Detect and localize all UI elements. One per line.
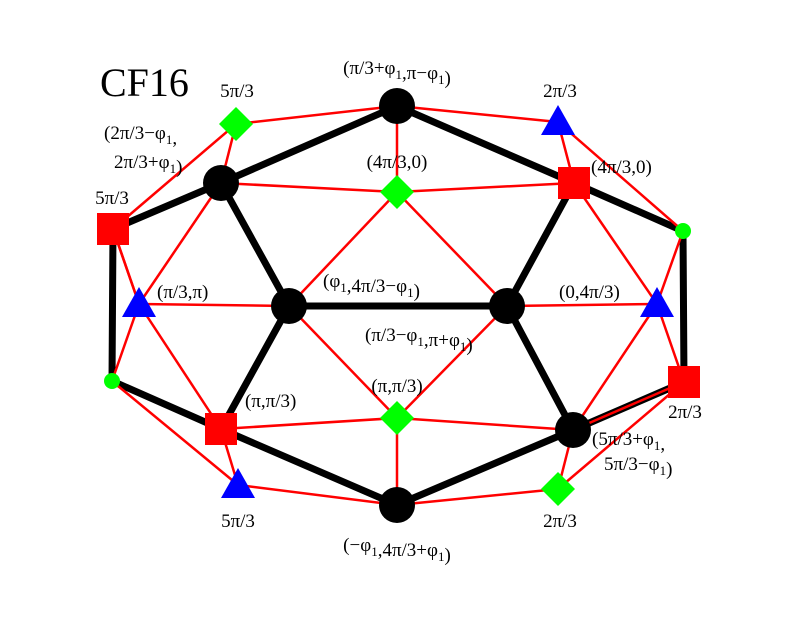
label-top: (π/3+φ1,π−φ1): [343, 58, 451, 89]
label-tri_r: (0,4π/3): [559, 282, 620, 303]
red-edge-dia_lc-lr: [396, 416, 574, 432]
label-dia_c: (4π/3,0): [367, 152, 428, 173]
red-edge-tri_r-lr: [571, 303, 659, 431]
black-edge-top-sq_ur: [393, 102, 578, 187]
node-tri_l-triangle: [122, 287, 156, 317]
black-edge-dot_r-sq_r: [679, 227, 688, 386]
red-edges: [110, 104, 686, 507]
black-edge-sq_ur-dot_r: [570, 179, 687, 235]
label-lr: 5π/3−φ1): [604, 454, 672, 480]
node-tri_bl-triangle: [221, 468, 255, 498]
red-edge-sq_ll-dia_lc: [220, 416, 398, 431]
label-sq_l: 5π/3: [95, 188, 129, 209]
black-edge-cl-sq_ll: [217, 302, 293, 433]
label-ul: (2π/3−φ1,: [104, 123, 177, 149]
red-edge-cl-dia_lc: [288, 305, 398, 419]
red-edge-bot-tri_bl: [237, 483, 398, 507]
nodes: [97, 88, 700, 523]
node-dia_ul-diamond: [219, 107, 253, 141]
node-cl-circle: [271, 288, 307, 324]
red-edge-tri_l-sq_ll: [137, 303, 223, 430]
label-dia_lc: (π,π/3): [371, 376, 422, 397]
red-edge-tri_bl-dot_l: [111, 380, 239, 486]
red-edge-dia_c-cl: [288, 191, 398, 307]
red-edge-dia_c-cr: [396, 191, 508, 307]
label-tri_ur: 2π/3: [543, 81, 577, 102]
node-bot-circle: [379, 487, 415, 523]
black-edge-ul-cl: [217, 179, 293, 310]
node-dot_l-dot: [104, 373, 120, 389]
node-sq_r-square: [668, 366, 700, 398]
red-edge-dot_r-tri_r: [655, 230, 685, 305]
black-edge-bot-sq_ll: [217, 425, 401, 509]
red-edge-sq_r-dia_br: [557, 381, 685, 490]
node-sq_ur-square: [558, 167, 590, 199]
label-bot: (−φ1,4π/3+φ1): [343, 535, 451, 566]
black-edge-cr-lr: [503, 302, 577, 434]
node-ul-circle: [203, 165, 239, 201]
label-cl: (φ1,4π/3−φ1): [323, 271, 420, 302]
label-cr: (π/3−φ1,π+φ1): [365, 325, 473, 356]
red-edge-cr-dia_lc: [396, 305, 508, 419]
label-sq_r: 2π/3: [668, 402, 702, 423]
red-edge-dia_ul-top: [235, 104, 398, 126]
red-edge-dia_br-bot: [396, 487, 559, 507]
red-edge-cr-tri_r: [506, 302, 658, 308]
node-dia_br-diamond: [541, 472, 575, 506]
red-edge-dia_c-sq_ur: [396, 181, 575, 194]
red-edge-ul-dia_c: [220, 181, 398, 194]
label-tri_l: (π/3,π): [157, 282, 208, 303]
node-dot_r-dot: [675, 223, 691, 239]
label-sq_ll: (π,π/3): [245, 391, 296, 412]
red-edge-tri_ur-dot_r: [557, 121, 684, 232]
node-sq_l-square: [97, 213, 129, 245]
red-edge-sq_l-dia_ul: [112, 123, 237, 230]
black-edge-dot_l-sq_l: [108, 225, 117, 385]
node-dia_lc-diamond: [380, 401, 414, 435]
label-lr: (5π/3+φ1,: [592, 429, 665, 455]
node-cr-circle: [489, 288, 525, 324]
black-edge-ul-sq_l: [109, 179, 225, 233]
red-edge-top-tri_ur: [396, 104, 559, 124]
label-dia_ul: 5π/3: [220, 81, 254, 102]
node-tri_r-triangle: [640, 287, 674, 317]
red-edge-ul-tri_l: [137, 182, 223, 305]
label-ul: 2π/3+φ1): [114, 152, 182, 178]
black-edge-cr-sq_ur: [503, 179, 578, 310]
label-dia_br: 2π/3: [543, 511, 577, 532]
red-edge-sq_ur-tri_r: [572, 182, 659, 305]
red-edge-tri_l-cl: [138, 302, 290, 308]
label-sq_ur: (4π/3,0): [591, 157, 652, 178]
red-edge-lr-sq_r: [572, 380, 685, 432]
black-edge-sq_ll-dot_l: [108, 377, 225, 433]
node-lr-circle: [555, 412, 591, 448]
node-top-circle: [379, 88, 415, 124]
labels: (π/3+φ1,π−φ1) 5π/3 2π/3 (2π/3−φ1, 2π/3+φ1) (4…: [95, 58, 702, 566]
diagram-title: CF16: [100, 60, 189, 105]
node-dia_c-diamond: [380, 175, 414, 209]
node-sq_ll-square: [205, 413, 237, 445]
black-edge-lr-bot: [393, 426, 577, 509]
black-edge-top-ul: [217, 102, 401, 187]
label-tri_bl: 5π/3: [221, 511, 255, 532]
node-tri_ur-triangle: [541, 105, 575, 135]
